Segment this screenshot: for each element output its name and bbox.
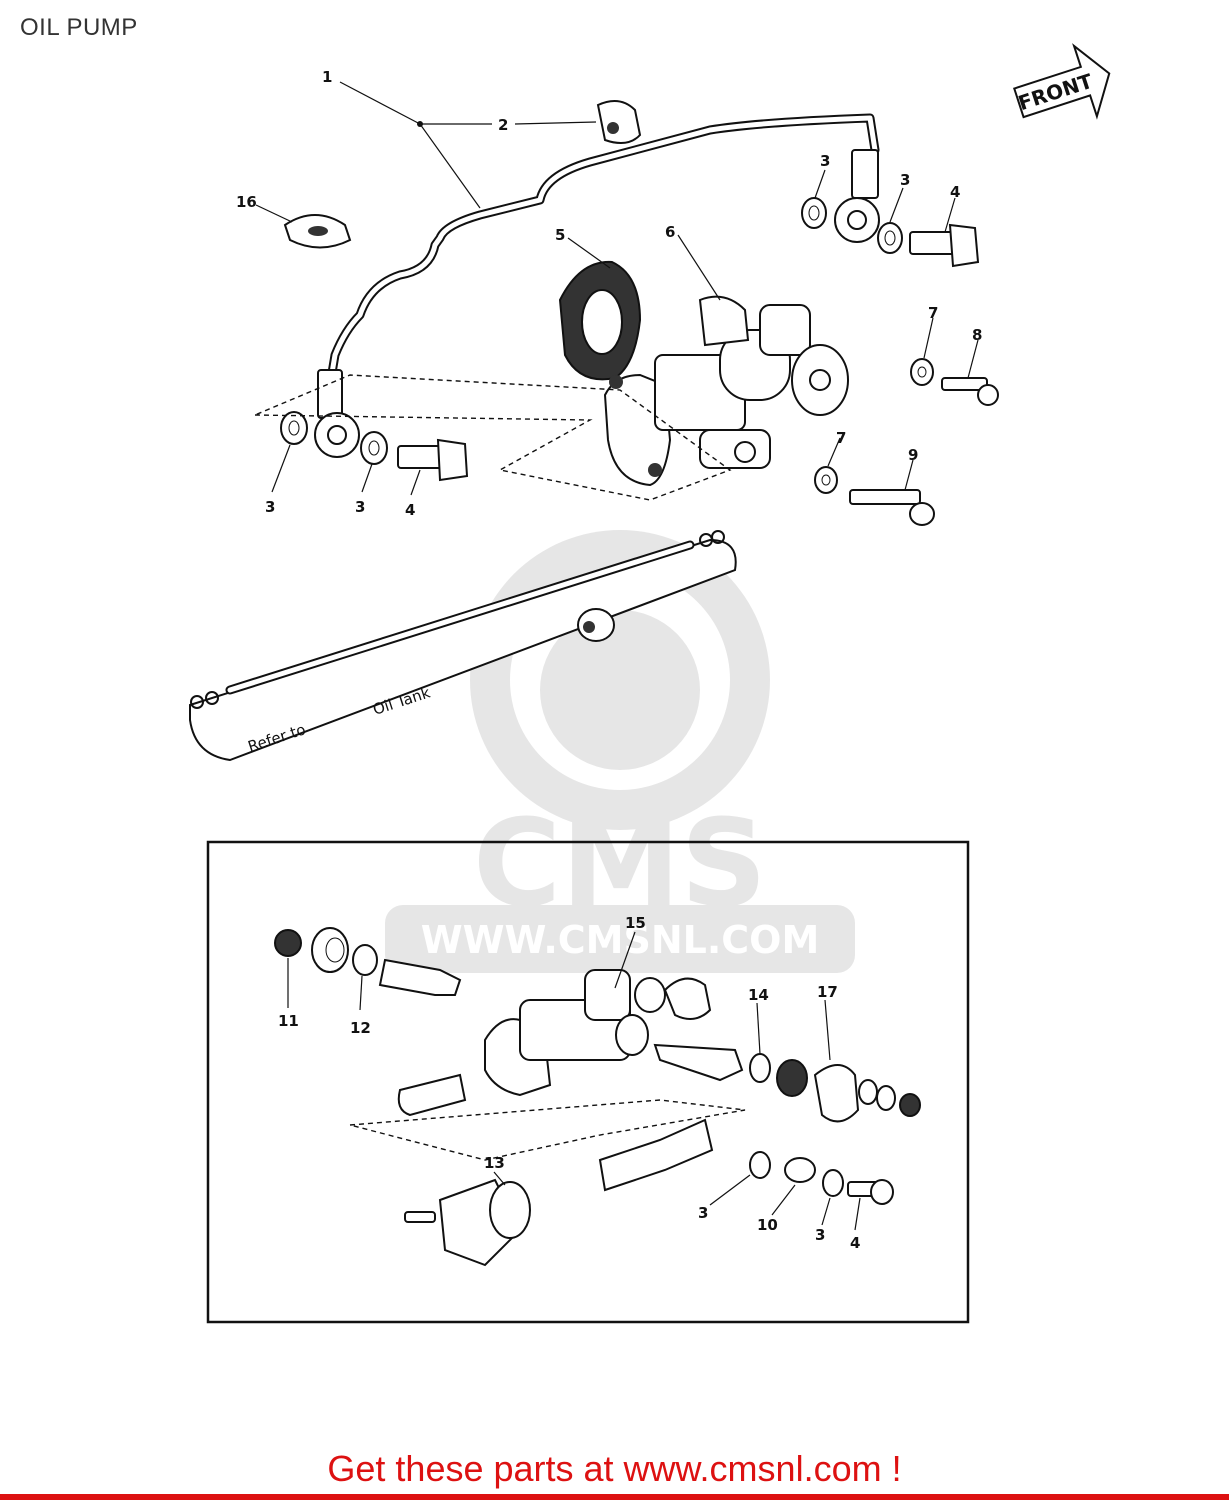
get-parts-link[interactable]: Get these parts at www.cmsnl.com ! (327, 1448, 902, 1489)
callout-9: 9 (908, 446, 918, 464)
callout-15: 15 (625, 914, 646, 932)
callout-1: 1 (322, 68, 332, 86)
callout-4-left: 4 (405, 501, 415, 519)
oil-pump-diagram: CMS WWW.CMSNL.COM FRONT (189, 43, 1111, 1324)
callout-4-bottom: 4 (850, 1234, 860, 1252)
callout-13: 13 (484, 1154, 505, 1172)
front-arrow: FRONT (1013, 43, 1111, 120)
callout-3-bottom-2: 3 (815, 1226, 825, 1244)
callout-3-left-2: 3 (355, 498, 365, 516)
leader-lines (255, 81, 979, 1231)
callout-10: 10 (757, 1216, 778, 1234)
callout-12: 12 (350, 1019, 371, 1037)
callout-7-b: 7 (836, 429, 846, 447)
callout-6: 6 (665, 223, 675, 241)
oil-pump-body-part-6 (603, 295, 849, 487)
oil-pipe (314, 113, 880, 458)
callout-2: 2 (498, 116, 508, 134)
oil-tank-reference: Refer to Oil Tank (189, 530, 737, 762)
callout-3-left-1: 3 (265, 498, 275, 516)
callout-numbers: 1 2 16 5 6 3 3 4 7 8 7 9 3 3 4 15 11 12 … (236, 68, 982, 1252)
callout-5: 5 (555, 226, 565, 244)
callout-16: 16 (236, 193, 257, 211)
exploded-view-frame (206, 840, 970, 1324)
callout-4-top: 4 (950, 183, 960, 201)
callout-11: 11 (278, 1012, 299, 1030)
banjo-hardware-top (801, 197, 980, 268)
callout-3-bottom-1: 3 (698, 1204, 708, 1222)
callout-8: 8 (972, 326, 982, 344)
mounting-screws (814, 358, 999, 526)
callout-14: 14 (748, 986, 769, 1004)
callout-17: 17 (817, 983, 838, 1001)
exploded-parts (274, 927, 921, 1267)
clamp-part-2 (596, 100, 642, 145)
callout-7-a: 7 (928, 304, 938, 322)
grommet-part-16 (283, 214, 352, 249)
callout-3-top-1: 3 (820, 152, 830, 170)
callout-3-top-2: 3 (900, 171, 910, 189)
bottom-accent-bar (0, 1494, 1229, 1500)
page-title: OIL PUMP (20, 14, 138, 41)
mounting-dashed-outline (254, 374, 732, 501)
banjo-hardware-left (280, 411, 469, 482)
gasket-part-5 (558, 260, 642, 381)
watermark-url-text: WWW.CMSNL.COM (421, 918, 820, 962)
